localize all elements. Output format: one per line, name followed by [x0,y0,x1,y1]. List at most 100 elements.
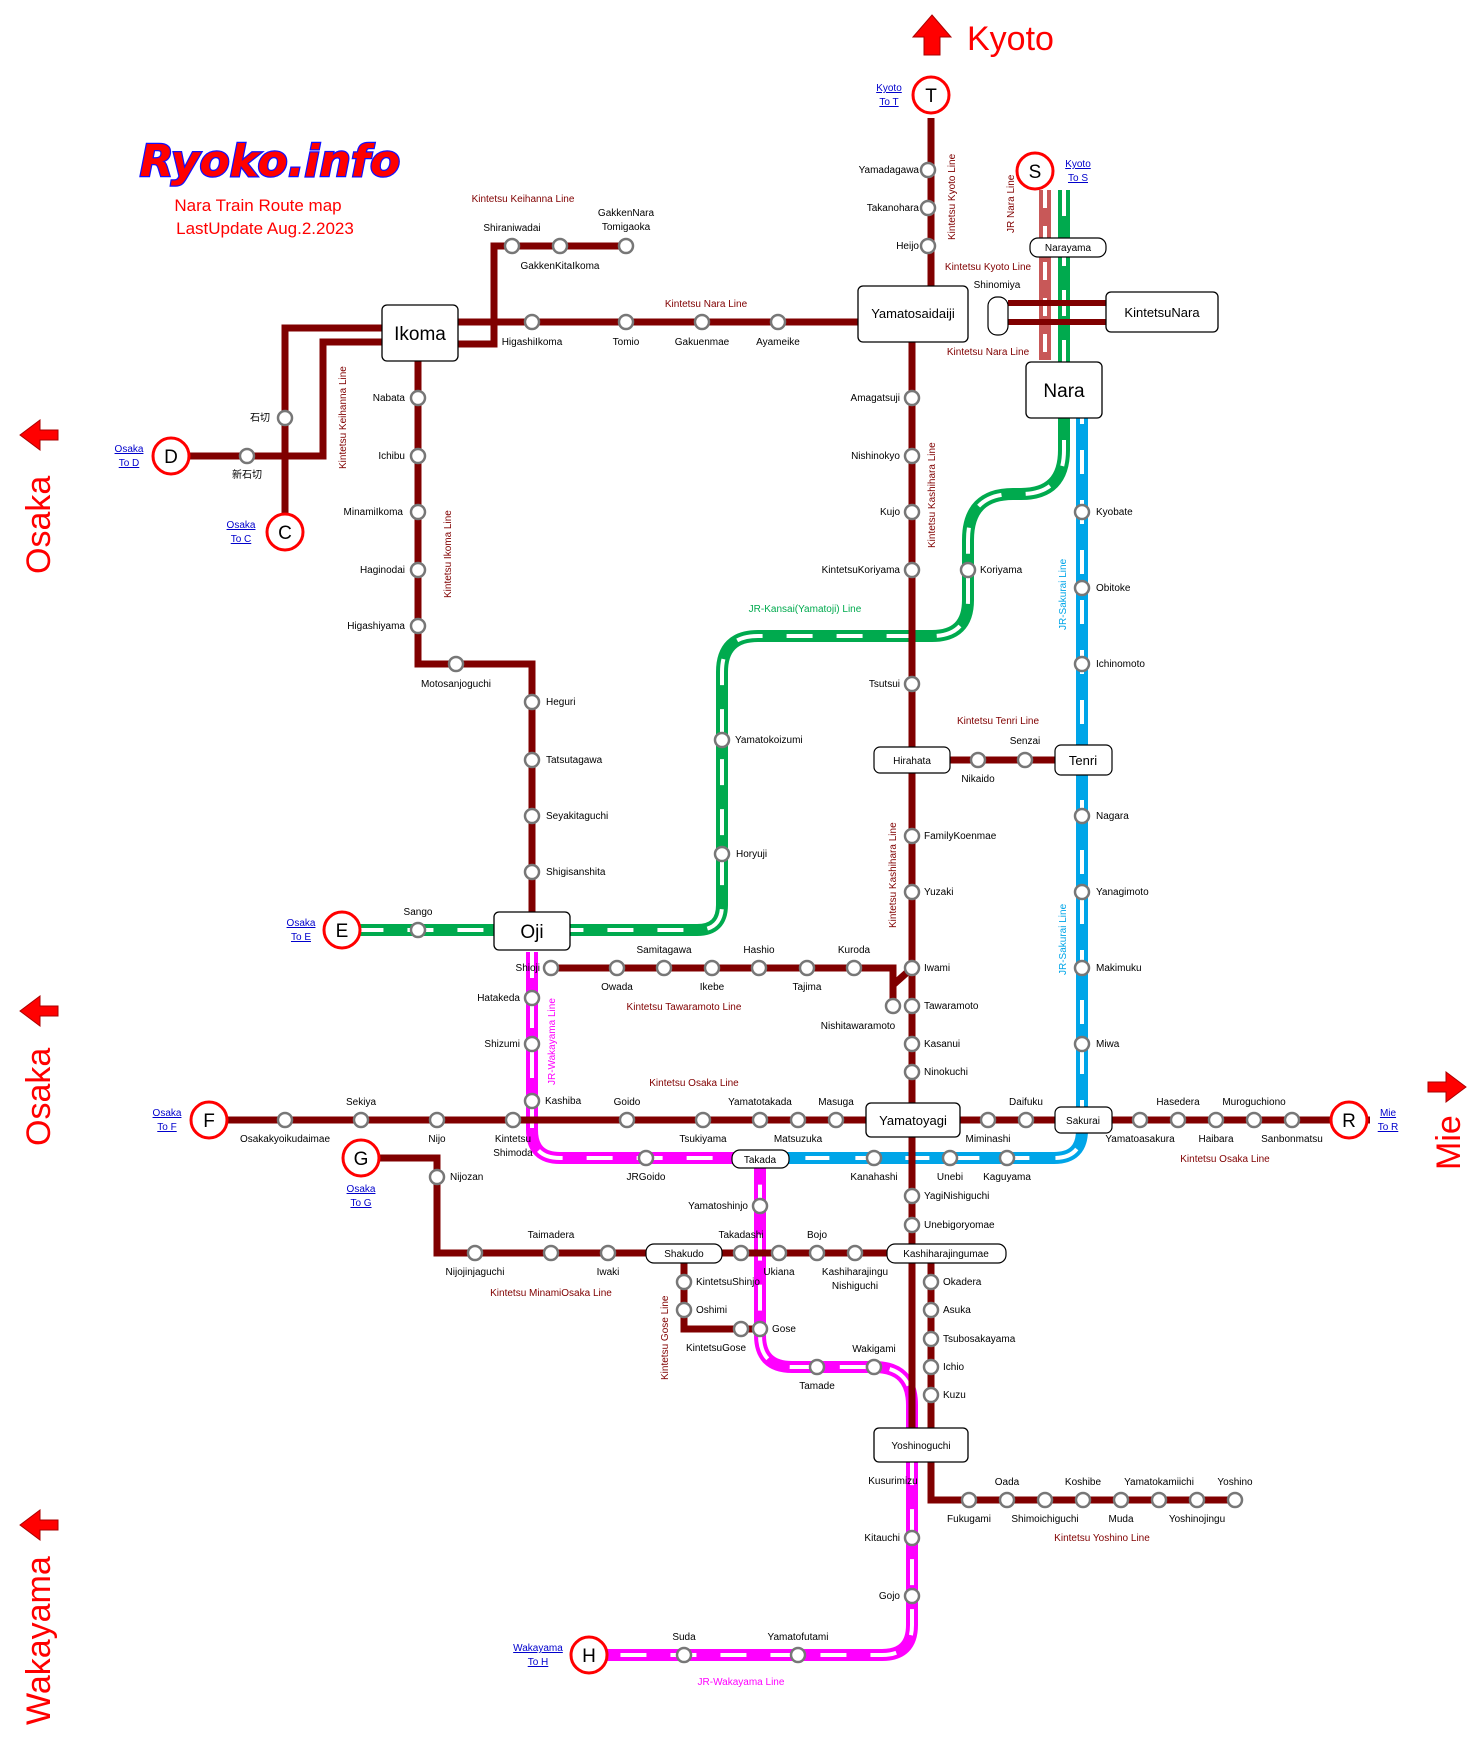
station-marker[interactable] [903,997,921,1015]
station-marker[interactable] [969,751,987,769]
station-marker[interactable] [409,447,427,465]
station-tamade[interactable]: Tamade [799,1358,835,1392]
station-oada[interactable]: Oada [995,1477,1020,1509]
station-marker[interactable] [919,199,937,217]
station-marker[interactable] [1150,1491,1168,1509]
station-nijo[interactable]: Nijo [428,1111,446,1145]
station-marker[interactable] [903,389,921,407]
station-familykoenmae[interactable]: FamilyKoenmae [903,827,997,845]
station-marker[interactable] [903,1063,921,1081]
link-to-f[interactable]: To F [157,1122,176,1133]
station-marker[interactable] [865,1149,883,1167]
station-gakkenkitaikoma[interactable]: GakkenKitaIkoma [521,237,600,272]
link-osaka-d[interactable]: Osaka [115,444,144,455]
station-yamadagawa[interactable]: Yamadagawa [859,161,937,179]
station-yamatoasakura[interactable]: Yamatoasakura [1105,1111,1175,1145]
station-kuzu[interactable]: Kuzu [922,1386,966,1404]
station-marker[interactable] [1074,1491,1092,1509]
station-gakkennara[interactable]: GakkenNara [598,208,655,255]
station-gakuenmae[interactable]: Gakuenmae [675,313,730,348]
station-koriyama[interactable]: Koriyama [959,561,1023,579]
endpoint-c[interactable]: C [265,512,305,552]
station-marker[interactable] [713,845,731,863]
station-jrgoido[interactable]: JRGoido [627,1149,666,1183]
station-shinomiya[interactable]: Shinomiya [974,280,1021,291]
station-kusurimizu[interactable]: Kusurimizu [868,1476,917,1487]
station-iwami[interactable]: Iwami [903,959,950,977]
station-marker[interactable] [959,561,977,579]
link-osaka-g[interactable]: Osaka [347,1184,376,1195]
station-marker[interactable] [1283,1111,1301,1129]
station-marker[interactable] [919,161,937,179]
station-yamatofutami[interactable]: Yamatofutami [768,1632,829,1664]
station-ichio[interactable]: Ichio [922,1358,965,1376]
station-owada[interactable]: Owada [601,959,633,993]
hub-narayama[interactable]: Narayama [1029,237,1107,258]
station-marker[interactable] [637,1149,655,1167]
station-marker[interactable] [979,1111,997,1129]
station-marker[interactable] [523,313,541,331]
station-sekiya[interactable]: Sekiya [346,1097,376,1129]
station-marker[interactable] [1073,959,1091,977]
station-marker[interactable] [808,1358,826,1376]
station-kanahashi[interactable]: Kanahashi [850,1149,898,1183]
station-wakigami[interactable]: Wakigami [852,1344,896,1376]
station-marker[interactable] [694,1111,712,1129]
station-marker[interactable] [551,237,569,255]
station-miwa[interactable]: Miwa [1073,1035,1120,1053]
link-to-c[interactable]: To C [231,534,252,545]
station-marker[interactable] [675,1273,693,1291]
station-kitauchi[interactable]: Kitauchi [864,1529,921,1547]
station-ichibu[interactable]: Ichibu [378,447,427,465]
station-marker[interactable] [903,959,921,977]
station-kintetsushinjo[interactable]: KintetsuShinjo [675,1273,760,1291]
station-yoshino[interactable]: Yoshino [1217,1477,1253,1509]
station-nishitawaramoto[interactable]: Nishitawaramoto [821,997,902,1032]
station-marker[interactable] [523,807,541,825]
station-kasanui[interactable]: Kasanui [903,1035,960,1053]
station-yaginishiguchi[interactable]: YagiNishiguchi [903,1187,989,1205]
station-tajima[interactable]: Tajima [793,959,822,993]
station-marker[interactable] [608,959,626,977]
station-marker[interactable] [732,1320,750,1338]
station-tomio[interactable]: Tomio [613,313,640,348]
station-amagatsuji[interactable]: Amagatsuji [851,389,921,407]
station-marker[interactable] [352,1111,370,1129]
link-to-t[interactable]: To T [879,97,898,108]
link-kyoto-s[interactable]: Kyoto [1065,159,1091,170]
link-wakayama-h[interactable]: Wakayama [513,1643,563,1654]
station-marker[interactable] [238,447,256,465]
link-osaka-c[interactable]: Osaka [227,520,256,531]
hub-hirahata[interactable]: Hirahata [873,746,951,774]
station-heguri[interactable]: Heguri [523,693,575,711]
station-marker[interactable] [903,447,921,465]
hub-ikoma[interactable]: Ikoma [381,304,459,362]
station-daifuku[interactable]: Daifuku [1009,1097,1043,1129]
station-marker[interactable] [1073,503,1091,521]
station-marker[interactable] [903,561,921,579]
station-tatsutagawa[interactable]: Tatsutagawa [523,751,603,769]
station-yamatotakada[interactable]: Yamatotakada [728,1097,792,1129]
station-takadashi[interactable]: Takadashi [718,1230,764,1262]
station-suda[interactable]: Suda [672,1632,696,1664]
station-nabata[interactable]: Nabata [373,389,427,407]
station-ukiana[interactable]: Ukiana [763,1244,795,1278]
station-marker[interactable] [903,675,921,693]
station-nijojinjaguchi[interactable]: Nijojinjaguchi [446,1244,505,1278]
station-obitoke[interactable]: Obitoke [1073,579,1131,597]
hub-nara[interactable]: Nara [1025,361,1103,419]
station-marker[interactable] [1016,751,1034,769]
station-asuka[interactable]: Asuka [922,1301,971,1319]
station-marker[interactable] [466,1244,484,1262]
station-motosanjoguchi[interactable]: Motosanjoguchi [421,655,491,690]
station-kuroda[interactable]: Kuroda [838,945,871,977]
station-marker[interactable] [732,1244,750,1262]
station-marker[interactable] [447,655,465,673]
station-marker[interactable] [428,1111,446,1129]
station-marker[interactable] [617,237,635,255]
station-marker[interactable] [919,237,937,255]
station-nishinokyo[interactable]: Nishinokyo [851,447,921,465]
hub-yamatosaidaiji[interactable]: Yamatosaidaiji [857,285,969,343]
station-marker[interactable] [865,1358,883,1376]
station-marker[interactable] [769,313,787,331]
